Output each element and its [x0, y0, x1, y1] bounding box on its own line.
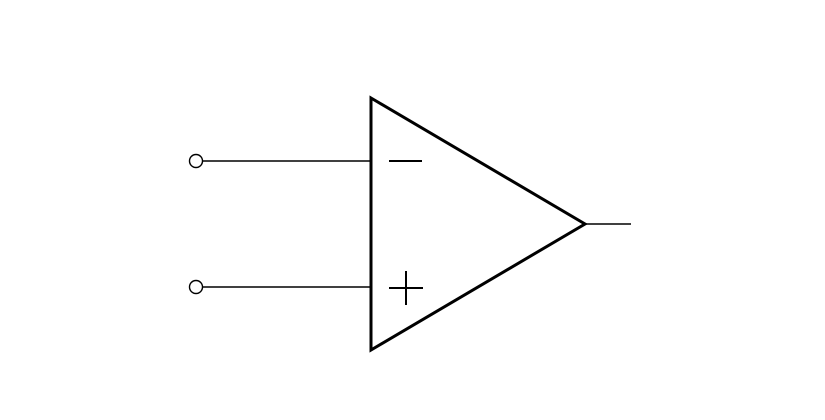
- non-inverting-input: [188, 279, 371, 295]
- plus-symbol: [389, 271, 423, 305]
- inverting-input: [188, 153, 371, 169]
- inverting-input-terminal: [188, 153, 204, 169]
- non-inverting-input-terminal: [188, 279, 204, 295]
- op-amp-triangle: [369, 95, 588, 353]
